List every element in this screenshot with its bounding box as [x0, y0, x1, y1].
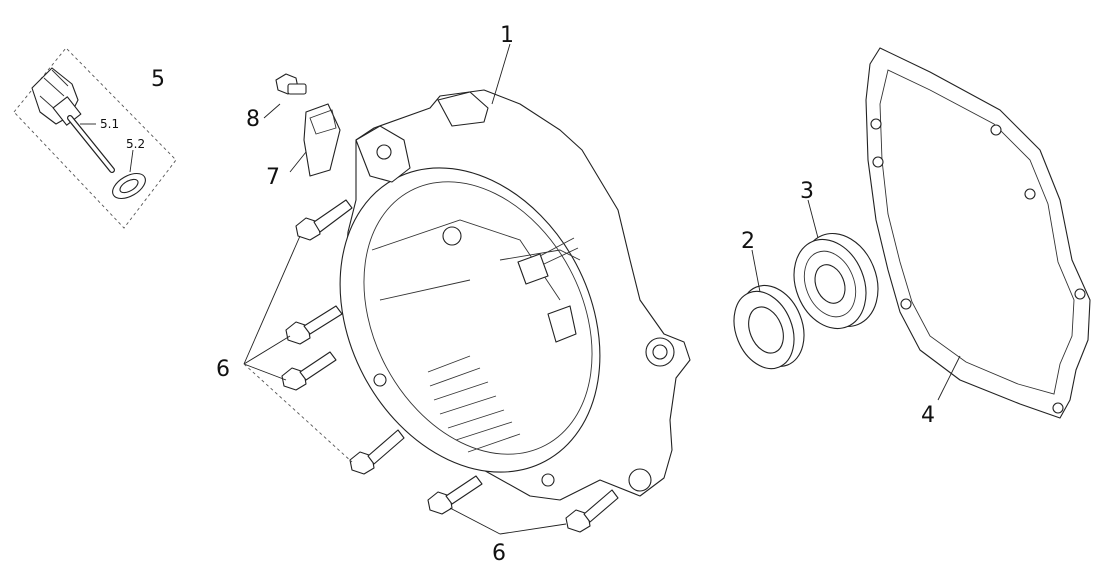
- dipstick-rod: [67, 115, 115, 173]
- vent-slots: [427, 355, 521, 453]
- bolt-8: [263, 73, 307, 119]
- callout-5: 5: [151, 67, 165, 92]
- bolt-6e: [427, 475, 483, 515]
- bolt-6c: [281, 351, 337, 391]
- gasket: [865, 47, 1091, 419]
- dipstick-group-box: [13, 47, 177, 229]
- callout-6-left: 6: [216, 357, 230, 382]
- callout-6-bottom: 6: [492, 541, 506, 566]
- dipstick-assembly: [13, 47, 177, 229]
- bolts-6: [243, 199, 619, 535]
- callout-7: 7: [266, 165, 280, 190]
- bolt-6f: [565, 489, 619, 533]
- ball-bearing: [793, 199, 879, 330]
- callout-5-1: 5.1: [100, 117, 119, 131]
- dipstick-cap: [31, 67, 82, 126]
- callout-5-2: 5.2: [126, 137, 145, 151]
- callout-2: 2: [741, 229, 755, 254]
- callout-3: 3: [800, 179, 814, 204]
- bolt-6a: [295, 199, 353, 241]
- o-ring: [112, 172, 146, 200]
- bracket-7: [289, 103, 341, 177]
- oil-seal: [733, 249, 805, 370]
- bolt-6b: [285, 305, 343, 345]
- callout-1: 1: [500, 23, 514, 48]
- callout-8: 8: [246, 107, 260, 132]
- bolt-6d: [349, 429, 405, 475]
- crankcase-cover: [339, 43, 691, 501]
- callout-4: 4: [921, 403, 935, 428]
